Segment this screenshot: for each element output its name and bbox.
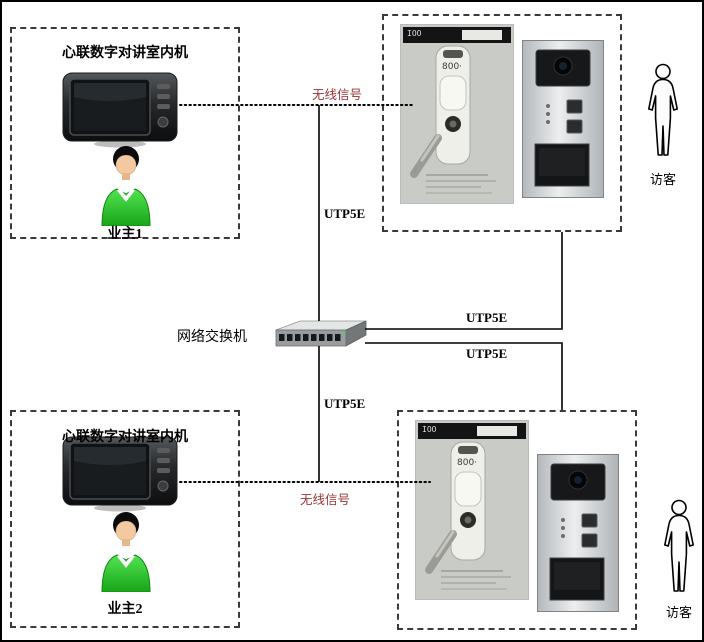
indoor-monitor-owner1 (62, 72, 178, 148)
entrance-bottom-group-box (397, 410, 637, 630)
visitor-bottom-figure (658, 498, 700, 598)
lock-brand-text: IOO (407, 29, 422, 38)
door-station-bottom (537, 454, 619, 612)
utp5e-label-right-lower: UTP5E (466, 346, 508, 361)
owner2-label: 业主2 (107, 602, 143, 617)
door-lock-photo (415, 420, 529, 600)
wireless-label-top: 无线信号 (311, 88, 362, 102)
network-switch-label: 网络交换机 (177, 330, 247, 345)
owner1-person-figure (92, 142, 160, 226)
owner2-title: 心联数字对讲室内机 (62, 430, 188, 445)
wireless-label-bottom: 无线信号 (299, 493, 350, 507)
visitor-top-figure (642, 62, 684, 162)
visitor-top-label: 访客 (649, 172, 676, 187)
owner2-group-box (10, 410, 240, 628)
lock-brand-text: IOO (422, 425, 437, 434)
owner2-person-figure (92, 508, 160, 592)
door-station-top (522, 40, 604, 198)
door-lock-photo (400, 24, 514, 204)
lock-model-text: 800· (442, 62, 463, 72)
utp5e-label-trunk-bottom: UTP5E (324, 396, 366, 411)
utp5e-label-trunk-top: UTP5E (324, 206, 366, 221)
smart-door-lock-top: IOO 800· (400, 24, 514, 204)
visitor-bottom-label: 访客 (665, 605, 692, 620)
utp5e-label-right-upper: UTP5E (466, 310, 508, 325)
smart-door-lock-bottom: IOO 800· (415, 420, 529, 600)
owner1-title: 心联数字对讲室内机 (62, 46, 188, 61)
utp-link-right-upper (365, 232, 563, 330)
entrance-top-group-box (382, 14, 622, 232)
network-switch (270, 318, 370, 352)
indoor-monitor-owner2 (62, 436, 178, 512)
owner1-group-box (10, 27, 240, 239)
utp-link-right-lower (365, 342, 563, 410)
lock-model-text: 800· (457, 458, 478, 468)
owner1-label: 业主1 (107, 227, 143, 242)
